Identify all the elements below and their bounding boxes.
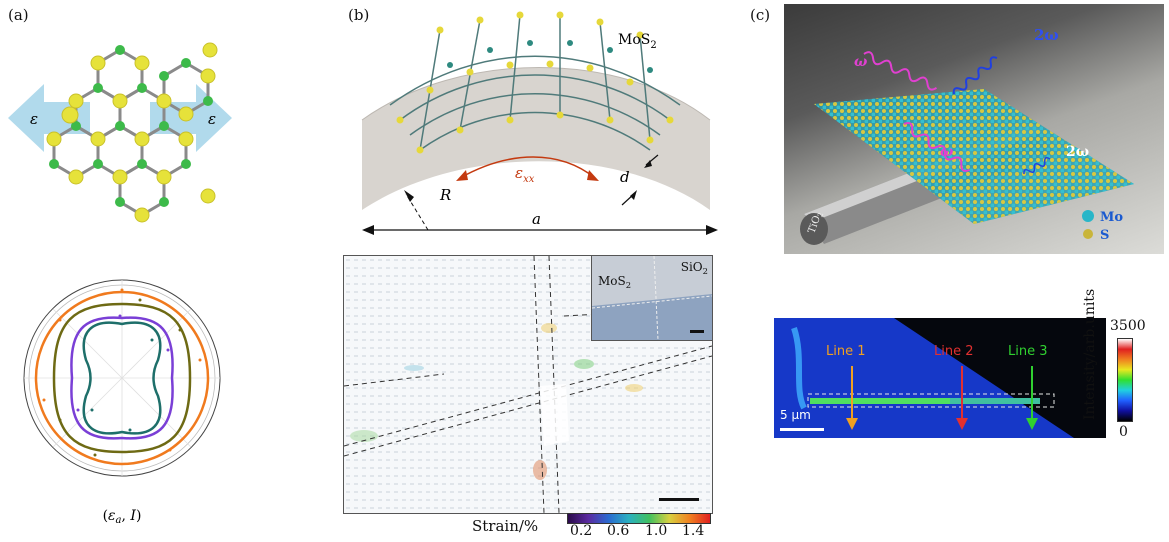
inset-boundary-v xyxy=(653,256,659,340)
mo-atoms xyxy=(49,45,213,207)
line-1-label: Line 1 xyxy=(826,344,866,359)
intensity-colorbar-max: 3500 xyxy=(1110,318,1146,334)
inset-boundary-h xyxy=(592,295,712,309)
polar-grid xyxy=(24,280,220,476)
optical-inset-image xyxy=(592,256,712,340)
strain-tick-4: 1.4 xyxy=(682,523,705,539)
panel-c-label: (c) xyxy=(750,6,771,24)
length-arrow-head-left xyxy=(362,225,374,235)
polar-label: (εa, I) xyxy=(103,508,142,526)
strain-arc-head-left xyxy=(456,170,468,181)
legend-s-label: S xyxy=(1100,228,1109,243)
length-label: a xyxy=(532,210,541,228)
bent-substrate-schematic: MoS2 εxx R d a xyxy=(361,11,718,235)
omega-label-2: ω xyxy=(940,144,954,160)
polar-scatter-points xyxy=(42,288,202,457)
strain-hotspots xyxy=(350,323,643,480)
strain-tick-2: 0.6 xyxy=(607,523,630,539)
shg-map: Line 1 Line 2 Line 3 5 μm xyxy=(774,318,1106,438)
inset-scale-bar xyxy=(690,330,704,333)
shg-render-image: TiO2 ω ω 2ω 2ω Mo S xyxy=(800,26,1134,245)
length-arrow-head-right xyxy=(706,225,718,235)
intensity-colorbar xyxy=(1117,338,1133,422)
strain-colorbar-ticks: 0.2 0.6 1.0 1.4 xyxy=(567,523,713,541)
strain-colorbar xyxy=(567,513,711,524)
line-3-label: Line 3 xyxy=(1008,344,1048,359)
strain-symbol-right: ε xyxy=(208,110,216,128)
mo-sheet-atoms xyxy=(447,40,653,73)
omega-label-1: ω xyxy=(854,54,868,70)
strain-arrow-left xyxy=(8,84,90,152)
shg-beam-2 xyxy=(1023,156,1051,175)
mos2-sheet xyxy=(389,14,681,151)
shg-nanowire-signal xyxy=(810,398,950,404)
map-scale-bar xyxy=(659,498,699,501)
mos2-flake-dots xyxy=(814,89,1134,224)
two-omega-label-1: 2ω xyxy=(1034,26,1059,44)
strain-arc-head-right xyxy=(587,170,599,181)
purple-fit xyxy=(70,316,174,440)
strain-arc xyxy=(459,156,596,179)
substrate-gap-region xyxy=(540,384,569,446)
strain-xx-label: εxx xyxy=(515,164,535,185)
omega-beam-2 xyxy=(903,121,970,172)
legend-mo-label: Mo xyxy=(1100,210,1123,225)
strain-map: MoS2 SiO2 xyxy=(343,255,713,514)
panel-a-label: (a) xyxy=(8,6,29,24)
panel-b-label: (b) xyxy=(348,6,370,24)
thickness-label: d xyxy=(620,168,630,186)
line-2-arrow-head xyxy=(956,418,968,430)
olive-fit xyxy=(52,302,192,454)
intensity-colorbar-min: 0 xyxy=(1119,424,1128,440)
shg-map-image xyxy=(780,318,1106,438)
optical-inset: MoS2 SiO2 xyxy=(591,256,712,341)
shg-map-dark-region xyxy=(894,318,1106,438)
legend-mo-marker xyxy=(1082,210,1094,222)
strain-tick-1: 0.2 xyxy=(570,523,593,539)
inset-sio2-label: SiO2 xyxy=(680,260,708,276)
lattice-schematic-a: ε ε xyxy=(8,42,232,223)
strain-colorbar-title: Strain/% xyxy=(472,517,539,535)
mos2-sheet-atoms xyxy=(396,11,674,154)
thickness-arrow-top-head xyxy=(644,160,652,168)
strain-symbol-left: ε xyxy=(30,110,38,128)
radius-arrow-head xyxy=(404,190,414,202)
radius-label: R xyxy=(439,186,451,204)
polar-plot: (εa, I) xyxy=(23,279,221,526)
teal-fit xyxy=(82,321,162,435)
line-3-arrow-head xyxy=(1026,418,1038,430)
intensity-colorbar-title: Intensity/arb.units xyxy=(1082,288,1098,420)
scale-bar-label: 5 μm xyxy=(780,408,811,422)
shg-scale-bar xyxy=(780,428,824,431)
shg-nanowire-signal-2 xyxy=(950,398,1040,404)
line-2-label: Line 2 xyxy=(934,344,974,359)
legend-s-marker xyxy=(1083,229,1093,239)
inset-mos2-label: MoS2 xyxy=(598,274,632,290)
curved-substrate xyxy=(362,67,710,210)
shg-map-flake-edge xyxy=(791,327,807,410)
mos2-label: MoS2 xyxy=(618,32,657,51)
strain-tick-3: 1.0 xyxy=(645,523,668,539)
shg-beam-1 xyxy=(952,56,998,95)
line-1-arrow-head xyxy=(846,418,858,430)
s-atoms xyxy=(46,42,218,223)
shg-render: TiO2 ω ω 2ω 2ω Mo S xyxy=(784,4,1164,254)
omega-beam-1 xyxy=(863,51,938,91)
two-omega-label-2: 2ω xyxy=(1066,144,1089,160)
shg-selection-box xyxy=(807,393,1055,408)
orange-fit xyxy=(34,290,210,466)
thickness-arrow-bottom-head xyxy=(630,190,637,200)
